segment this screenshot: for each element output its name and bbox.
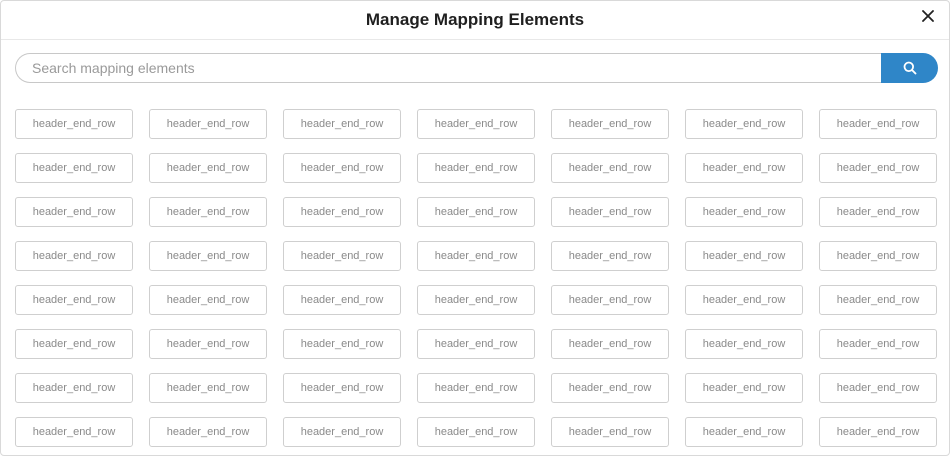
search-bar [15, 53, 938, 83]
mapping-element-chip[interactable]: header_end_row [417, 197, 535, 227]
mapping-element-chip[interactable]: header_end_row [283, 241, 401, 271]
mapping-element-chip[interactable]: header_end_row [685, 197, 803, 227]
mapping-element-chip[interactable]: header_end_row [15, 373, 133, 403]
mapping-element-chip[interactable]: header_end_row [819, 109, 937, 139]
search-button[interactable] [881, 53, 938, 83]
mapping-element-chip[interactable]: header_end_row [149, 241, 267, 271]
mapping-element-chip[interactable]: header_end_row [819, 153, 937, 183]
mapping-element-chip[interactable]: header_end_row [551, 285, 669, 315]
mapping-element-chip[interactable]: header_end_row [551, 373, 669, 403]
mapping-element-chip[interactable]: header_end_row [819, 417, 937, 447]
mapping-element-chip[interactable]: header_end_row [551, 109, 669, 139]
mapping-element-chip[interactable]: header_end_row [15, 329, 133, 359]
mapping-element-chip[interactable]: header_end_row [551, 329, 669, 359]
mapping-element-chip[interactable]: header_end_row [685, 109, 803, 139]
mapping-element-chip[interactable]: header_end_row [685, 373, 803, 403]
mapping-element-chip[interactable]: header_end_row [149, 109, 267, 139]
mapping-element-chip[interactable]: header_end_row [283, 285, 401, 315]
dialog-title: Manage Mapping Elements [365, 10, 585, 29]
mapping-element-chip[interactable]: header_end_row [15, 241, 133, 271]
search-input[interactable] [15, 53, 881, 83]
mapping-element-chip[interactable]: header_end_row [685, 241, 803, 271]
mapping-element-chip[interactable]: header_end_row [149, 329, 267, 359]
mapping-elements-grid: header_end_row header_end_row header_end_r… [15, 109, 937, 447]
mapping-element-chip[interactable]: header_end_row [149, 153, 267, 183]
mapping-element-chip[interactable]: header_end_row [149, 197, 267, 227]
mapping-element-chip[interactable]: header_end_row [149, 417, 267, 447]
mapping-element-chip[interactable]: header_end_row [283, 373, 401, 403]
mapping-element-chip[interactable]: header_end_row [283, 153, 401, 183]
mapping-element-chip[interactable]: header_end_row [551, 197, 669, 227]
close-button[interactable] [917, 5, 939, 27]
mapping-element-chip[interactable]: header_end_row [819, 197, 937, 227]
mapping-element-chip[interactable]: header_end_row [819, 329, 937, 359]
mapping-element-chip[interactable]: header_end_row [417, 373, 535, 403]
mapping-element-chip[interactable]: header_end_row [283, 417, 401, 447]
mapping-element-chip[interactable]: header_end_row [685, 153, 803, 183]
mapping-element-chip[interactable]: header_end_row [149, 285, 267, 315]
mapping-element-chip[interactable]: header_end_row [283, 329, 401, 359]
mapping-element-chip[interactable]: header_end_row [417, 153, 535, 183]
mapping-element-chip[interactable]: header_end_row [685, 329, 803, 359]
mapping-element-chip[interactable]: header_end_row [685, 285, 803, 315]
mapping-element-chip[interactable]: header_end_row [15, 197, 133, 227]
mapping-element-chip[interactable]: header_end_row [15, 417, 133, 447]
mapping-element-chip[interactable]: header_end_row [149, 373, 267, 403]
mapping-element-chip[interactable]: header_end_row [417, 241, 535, 271]
close-icon [922, 10, 934, 22]
mapping-element-chip[interactable]: header_end_row [417, 417, 535, 447]
dialog-header: Manage Mapping Elements [1, 1, 949, 40]
mapping-element-chip[interactable]: header_end_row [283, 109, 401, 139]
mapping-element-chip[interactable]: header_end_row [283, 197, 401, 227]
mapping-element-chip[interactable]: header_end_row [685, 417, 803, 447]
mapping-element-chip[interactable]: header_end_row [15, 285, 133, 315]
mapping-element-chip[interactable]: header_end_row [417, 329, 535, 359]
mapping-element-chip[interactable]: header_end_row [551, 153, 669, 183]
mapping-element-chip[interactable]: header_end_row [417, 285, 535, 315]
mapping-element-chip[interactable]: header_end_row [819, 241, 937, 271]
mapping-element-chip[interactable]: header_end_row [15, 109, 133, 139]
mapping-element-chip[interactable]: header_end_row [551, 417, 669, 447]
mapping-element-chip[interactable]: header_end_row [15, 153, 133, 183]
mapping-element-chip[interactable]: header_end_row [551, 241, 669, 271]
mapping-element-chip[interactable]: header_end_row [819, 285, 937, 315]
mapping-element-chip[interactable]: header_end_row [417, 109, 535, 139]
mapping-element-chip[interactable]: header_end_row [819, 373, 937, 403]
search-icon [903, 61, 916, 75]
